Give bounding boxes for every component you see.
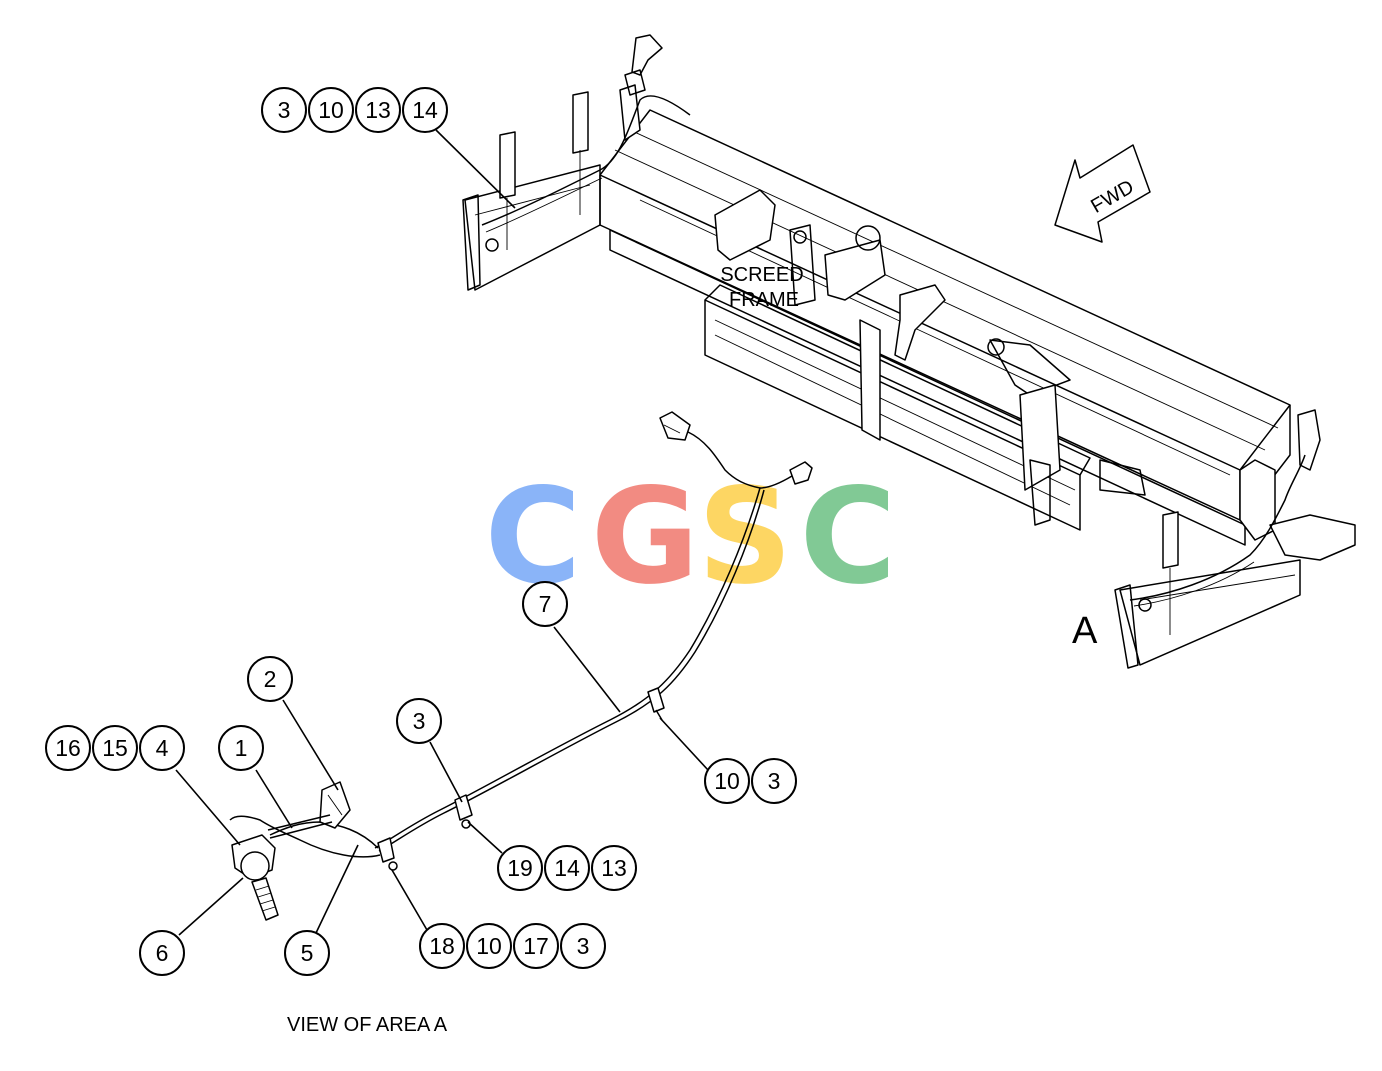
callout-number: 13 (365, 97, 391, 123)
callout-number: 2 (264, 666, 277, 692)
callout-number: 10 (476, 933, 502, 959)
callout-number: 7 (539, 591, 552, 617)
callout-number: 19 (507, 855, 533, 881)
callout-number: 3 (768, 768, 781, 794)
screed-frame-drawing (462, 34, 1356, 669)
watermark-letter-g: G (591, 460, 699, 614)
callout-circle (544, 845, 590, 891)
callout-balloons: 3 10 13 14 7 2 3 1 16 15 4 10 3 19 14 13 6 5 18 10 17 3 (45, 87, 797, 976)
callout-number: 13 (601, 855, 627, 881)
callout-top-left-group: 3 10 13 14 (261, 87, 448, 133)
callout-number: 10 (318, 97, 344, 123)
callout-circle (308, 87, 354, 133)
callout-circle (45, 725, 91, 771)
callout-group-18-10-17-3: 18 10 17 3 (419, 923, 606, 969)
area-a-label: A (1072, 610, 1098, 652)
callout-group-1: 1 (218, 725, 264, 771)
callout-circle (355, 87, 401, 133)
callout-circle (396, 698, 442, 744)
watermark-letter-c2: C (800, 460, 897, 614)
callout-circle (261, 87, 307, 133)
screed-frame-label-line2: FRAME (729, 289, 799, 311)
callout-circle (419, 923, 465, 969)
callout-number: 4 (156, 735, 169, 761)
callout-circle (704, 758, 750, 804)
callout-number: 15 (102, 735, 128, 761)
callout-circle (751, 758, 797, 804)
area-a-parts-drawing (229, 411, 813, 921)
callout-group-16-15-4: 16 15 4 (45, 725, 185, 771)
callout-group-2: 2 (247, 656, 293, 702)
view-caption: VIEW OF AREA A (287, 1014, 448, 1036)
callout-group-10-3: 10 3 (704, 758, 797, 804)
callout-circle (218, 725, 264, 771)
callout-group-3: 3 (396, 698, 442, 744)
callout-number: 17 (523, 933, 549, 959)
callout-circle (139, 725, 185, 771)
watermark-letter-s: S (697, 460, 792, 614)
callout-circle (247, 656, 293, 702)
fwd-arrow-icon: FWD (1054, 144, 1151, 243)
callout-circle (560, 923, 606, 969)
callout-group-19-14-13: 19 14 13 (497, 845, 637, 891)
callout-circle (497, 845, 543, 891)
callout-number: 6 (156, 940, 169, 966)
callout-number: 14 (412, 97, 438, 123)
callout-circle (92, 725, 138, 771)
callout-group-6: 6 (139, 930, 185, 976)
callout-number: 1 (235, 735, 248, 761)
callout-circle (402, 87, 448, 133)
callout-number: 5 (301, 940, 314, 966)
callout-circle (139, 930, 185, 976)
callout-number: 3 (577, 933, 590, 959)
callout-number: 10 (714, 768, 740, 794)
screed-frame-label-line1: SCREED (720, 264, 803, 286)
callout-circle (513, 923, 559, 969)
callout-group-5: 5 (284, 930, 330, 976)
cgsc-watermark: C G S C (485, 460, 897, 614)
callout-number: 3 (278, 97, 291, 123)
callout-group-7: 7 (522, 581, 568, 627)
callout-number: 14 (554, 855, 580, 881)
callout-number: 3 (413, 708, 426, 734)
callout-circle (284, 930, 330, 976)
callout-number: 16 (55, 735, 81, 761)
leader-lines (175, 129, 709, 936)
callout-number: 18 (429, 933, 455, 959)
callout-circle (522, 581, 568, 627)
callout-circle (591, 845, 637, 891)
callout-circle (466, 923, 512, 969)
